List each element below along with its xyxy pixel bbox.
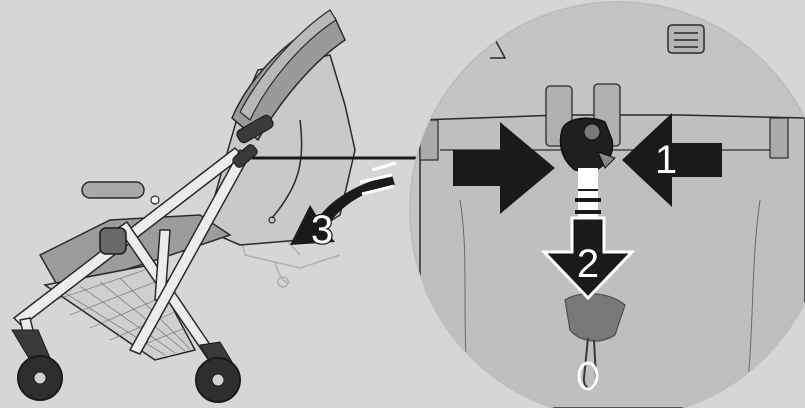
step-2-label: 2 — [577, 242, 599, 286]
vent-right — [667, 24, 705, 54]
down-arrow — [540, 216, 636, 301]
buckle — [559, 117, 616, 173]
handle-joint — [236, 114, 274, 144]
squeeze-arrow-left — [453, 122, 555, 214]
frame — [12, 147, 252, 363]
left-tab — [419, 119, 439, 161]
canopy-top — [239, 9, 337, 121]
stroller-illustration — [11, 9, 356, 403]
basket-mesh — [54, 269, 191, 356]
right-tab — [769, 117, 789, 159]
canopy-strap — [271, 119, 303, 219]
detail-view — [409, 1, 805, 408]
hinge-cap — [99, 227, 127, 255]
strap-end — [268, 216, 276, 224]
squeeze-arrow-right — [622, 113, 722, 207]
strap-loop-ghost — [564, 293, 626, 391]
canopy — [231, 17, 346, 142]
front-wheel — [11, 329, 63, 401]
fold-arrow — [290, 161, 397, 245]
rivet — [150, 195, 160, 205]
step-3-label: 3 — [311, 208, 333, 252]
rear-wheel — [195, 341, 241, 403]
fold-joint — [232, 144, 258, 168]
armrest — [81, 181, 145, 199]
step-1-label: 1 — [655, 138, 677, 182]
